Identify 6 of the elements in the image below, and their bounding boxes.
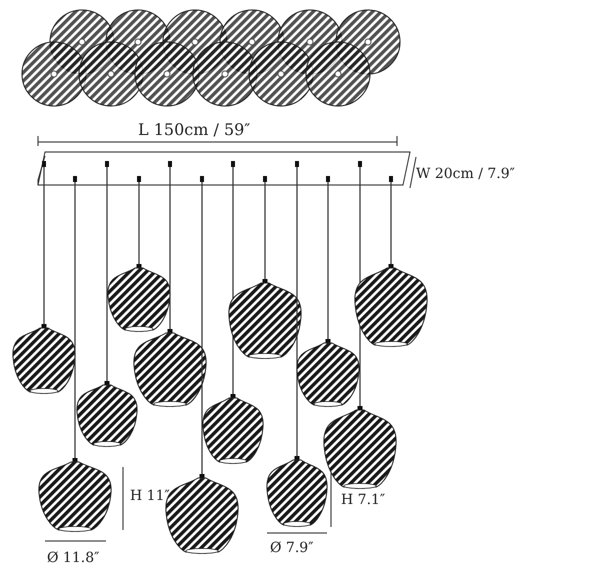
dimension-label: H 11″ [130,488,170,504]
dimension-label: L 150cm / 59″ [138,122,250,138]
dimension-label: Ø 11.8″ [47,550,100,566]
dimension-label: Ø 7.9″ [270,540,314,556]
dimension-label: H 7.1″ [341,492,386,508]
dimension-label: W 20cm / 7.9″ [416,166,515,182]
